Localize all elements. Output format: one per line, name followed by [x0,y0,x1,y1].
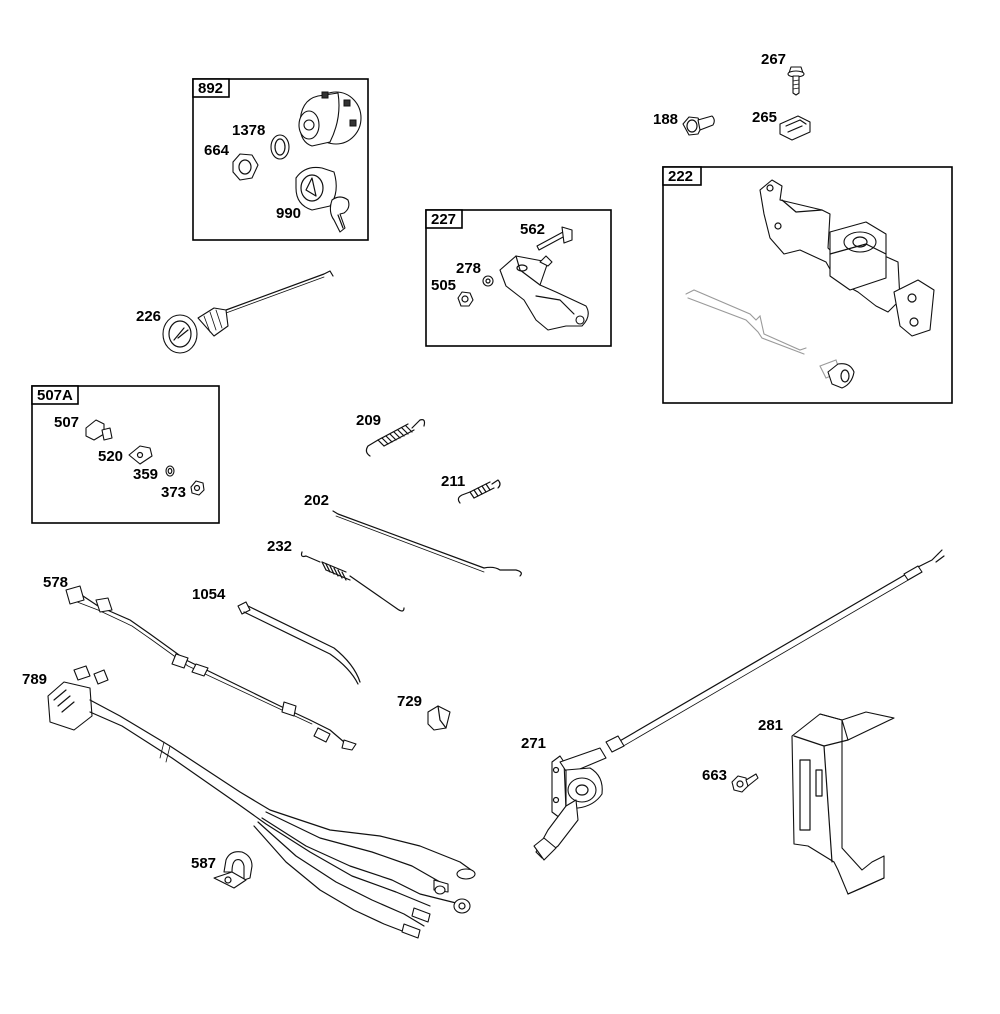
callout-271: 271 [521,735,546,752]
spring-209 [365,419,426,457]
bracket-281 [791,711,895,895]
callout-562: 562 [520,221,545,238]
callout-281: 281 [758,717,783,734]
clip-265 [779,115,811,141]
switch-kit-507A [85,419,205,496]
callout-226: 226 [136,308,161,325]
spring-211 [457,479,501,504]
throttle-control-271 [533,549,945,861]
callout-507: 507 [54,414,79,431]
group-892-label: 892 [198,80,223,97]
cable-tie-1054 [237,601,361,685]
group-227-label: 227 [431,211,456,228]
callout-587: 587 [191,855,216,872]
group-507A: 507A [31,385,220,524]
screw-663 [731,773,759,793]
screw-188 [682,115,715,136]
callout-729: 729 [397,693,422,710]
wire-harness-578 [65,585,357,751]
choke-control-226 [162,270,334,354]
clamp-587 [213,851,253,889]
callout-789: 789 [22,671,47,688]
group-892: 892 [192,78,369,241]
callout-578: 578 [43,574,68,591]
callout-505: 505 [431,277,456,294]
callout-265: 265 [752,109,777,126]
callout-663: 663 [702,767,727,784]
wire-harness-789 [47,665,476,939]
callout-278: 278 [456,260,481,277]
callout-990: 990 [276,205,301,222]
group-227: 227 [425,209,612,347]
callout-1054: 1054 [192,586,226,603]
ignition-switch [232,91,362,233]
callout-232: 232 [267,538,292,555]
callout-359: 359 [133,466,158,483]
callout-1378: 1378 [232,122,265,139]
spring-232 [300,551,405,612]
callout-267: 267 [761,51,786,68]
rod-202 [332,510,522,577]
throttle-bracket [457,226,589,331]
group-222-label: 222 [668,168,693,185]
callout-373: 373 [161,484,186,501]
callout-520: 520 [98,448,123,465]
bolt-267 [787,66,805,96]
cap-729 [427,705,451,731]
group-222: 222 [662,166,953,404]
callout-202: 202 [304,492,329,509]
callout-664: 664 [204,142,230,159]
callout-211: 211 [441,473,465,490]
callout-188: 188 [653,111,678,128]
group-507A-label: 507A [37,387,73,404]
solenoid-bracket-assembly [685,179,935,389]
callout-209: 209 [356,412,381,429]
